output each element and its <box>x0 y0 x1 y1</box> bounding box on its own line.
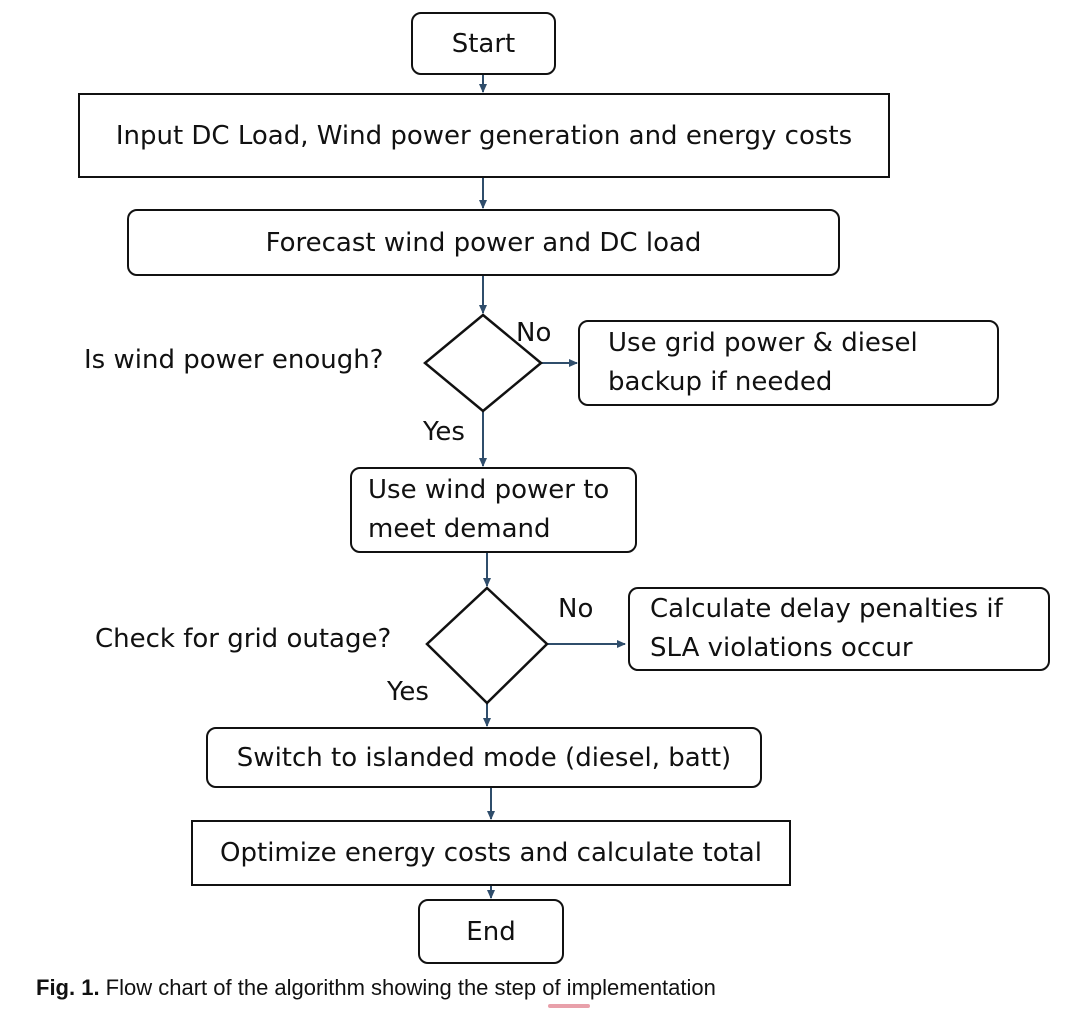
edge-label-outage-no: No <box>558 594 594 624</box>
forecast-node: Forecast wind power and DC load <box>127 209 840 276</box>
delay-penalty-line-2: SLA violations occur <box>650 633 913 663</box>
edge-label-wind-yes: Yes <box>423 417 465 447</box>
figure-caption-text: Flow chart of the algorithm showing the … <box>99 975 716 1000</box>
spellcheck-underline <box>548 1004 590 1008</box>
decision-diamond-wind <box>423 313 543 413</box>
edge-label-outage-yes: Yes <box>387 677 429 707</box>
delay-penalty-line-1: Calculate delay penalties if <box>650 594 1003 624</box>
grid-backup-node: Use grid power & diesel backup if needed <box>578 320 999 406</box>
figure-caption: Fig. 1. Flow chart of the algorithm show… <box>36 975 716 1001</box>
edge-label-wind-no: No <box>516 318 552 348</box>
optimize-node: Optimize energy costs and calculate tota… <box>191 820 791 886</box>
islanded-node: Switch to islanded mode (diesel, batt) <box>206 727 762 788</box>
decision-wind-label: Is wind power enough? <box>84 345 384 375</box>
end-node: End <box>418 899 564 964</box>
decision-diamond-outage <box>425 586 549 705</box>
use-wind-line-2: meet demand <box>368 514 551 544</box>
start-node: Start <box>411 12 556 75</box>
grid-backup-line-2: backup if needed <box>608 367 833 397</box>
grid-backup-line-1: Use grid power & diesel <box>608 328 918 358</box>
delay-penalty-node: Calculate delay penalties if SLA violati… <box>628 587 1050 671</box>
input-node: Input DC Load, Wind power generation and… <box>78 93 890 178</box>
figure-caption-label: Fig. 1. <box>36 975 100 1000</box>
use-wind-line-1: Use wind power to <box>368 475 610 505</box>
use-wind-node: Use wind power to meet demand <box>350 467 637 553</box>
decision-outage-label: Check for grid outage? <box>95 624 392 654</box>
